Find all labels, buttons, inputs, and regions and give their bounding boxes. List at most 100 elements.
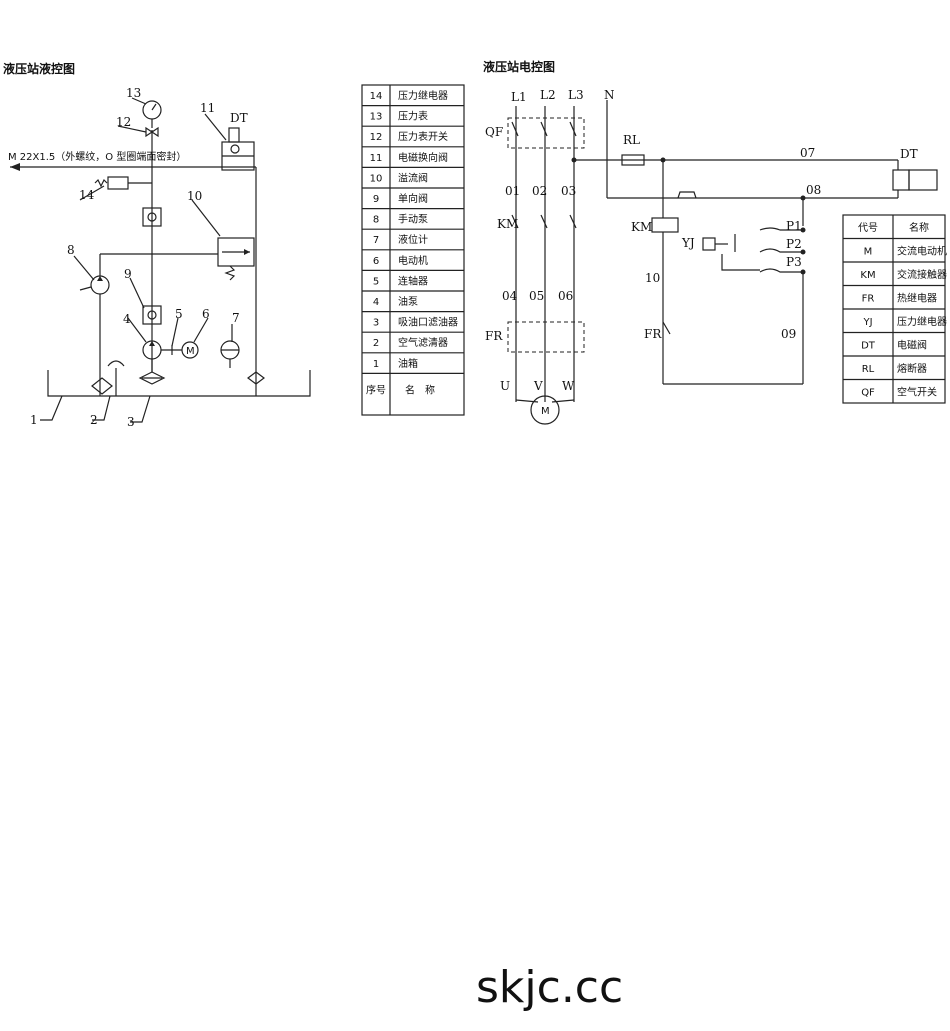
parts-row-no: 8 <box>373 215 379 226</box>
check-valve-9-icon <box>142 305 162 325</box>
label-03: 03 <box>561 184 576 198</box>
parts-row-name: 液位计 <box>398 233 428 246</box>
label-07: 07 <box>800 146 815 160</box>
watermark: skjc.cc <box>476 962 623 1013</box>
parts-row-no: 4 <box>373 297 379 308</box>
label-09: 09 <box>781 327 796 341</box>
codes-row-name: 交流电动机 <box>897 245 947 258</box>
parts-row-no: 9 <box>373 194 379 205</box>
fuse-rl-icon <box>621 154 645 166</box>
label-13: 13 <box>126 86 141 100</box>
codes-row-code: RL <box>862 364 875 375</box>
parts-row-name: 溢流阀 <box>398 171 428 184</box>
codes-row-name: 压力继电器 <box>897 315 947 328</box>
codes-header-name: 名称 <box>909 221 929 234</box>
parts-row-name: 单向阀 <box>398 192 428 205</box>
parts-row-no: 1 <box>373 359 379 370</box>
label-08: 08 <box>806 183 821 197</box>
parts-row-name: 手动泵 <box>398 213 428 226</box>
label-U: U <box>500 379 510 393</box>
hydraulic-diagram: 液压站液控图 M 22X1.5（外螺纹，O 型圈端面密封） <box>3 61 311 429</box>
parts-row-no: 11 <box>370 153 383 164</box>
codes-row-code: FR <box>862 294 875 305</box>
parts-footer-name: 名 称 <box>405 383 435 396</box>
parts-row-name: 压力继电器 <box>398 89 448 102</box>
gauge-switch-icon <box>145 126 159 138</box>
motor-icon <box>181 341 199 359</box>
codes-row-code: YJ <box>862 317 872 328</box>
parts-row-no: 2 <box>373 338 379 349</box>
air-filter-icon <box>91 377 113 395</box>
codes-row-code: DT <box>861 341 876 352</box>
parts-row-no: 7 <box>373 235 379 246</box>
label-dt-hydraulic: DT <box>230 111 248 125</box>
label-02: 02 <box>532 184 547 198</box>
label-2: 2 <box>90 413 98 427</box>
parts-row-name: 油泵 <box>398 295 418 308</box>
label-05: 05 <box>529 289 544 303</box>
codes-row-code: KM <box>860 270 875 281</box>
label-7: 7 <box>232 311 240 325</box>
parts-row-no: 10 <box>370 173 383 184</box>
label-12: 12 <box>116 115 131 129</box>
parts-row-name: 电磁换向阀 <box>398 151 448 164</box>
label-10-wire: 10 <box>645 271 660 285</box>
parts-row-name: 压力表 <box>398 110 428 123</box>
codes-row-name: 熔断器 <box>897 362 927 375</box>
label-1: 1 <box>30 413 38 427</box>
codes-row-name: 交流接触器 <box>897 268 947 281</box>
label-RL: RL <box>623 133 640 147</box>
oil-tank <box>47 370 311 397</box>
label-YJ: YJ <box>681 236 695 250</box>
label-5: 5 <box>175 307 183 321</box>
label-FR-main: FR <box>485 329 503 343</box>
label-P3: P3 <box>786 255 802 269</box>
codes-row-code: QF <box>861 388 875 399</box>
label-P2: P2 <box>786 237 802 251</box>
parts-row-no: 12 <box>370 132 383 143</box>
km-coil-icon <box>651 217 679 233</box>
label-FR-ctrl: FR <box>644 327 662 341</box>
parts-row-name: 油箱 <box>398 357 418 370</box>
port-note: M 22X1.5（外螺纹，O 型圈端面密封） <box>8 150 186 163</box>
parts-row-no: 5 <box>373 276 379 287</box>
parts-row-no: 14 <box>370 91 383 102</box>
yj-relay-icon <box>702 237 716 251</box>
codes-row-code: M <box>864 247 873 258</box>
label-L2: L2 <box>540 88 556 102</box>
electrical-diagram: 液压站电控图 <box>483 59 938 425</box>
codes-header-code: 代号 <box>858 222 878 234</box>
parts-row-no: 3 <box>373 318 379 329</box>
fr-thermal-relay <box>507 321 585 353</box>
relief-valve-icon <box>217 237 255 267</box>
label-4: 4 <box>123 312 131 326</box>
parts-row-no: 6 <box>373 256 379 267</box>
suction-filter-icon <box>138 371 166 385</box>
label-9: 9 <box>124 267 132 281</box>
label-01: 01 <box>505 184 520 198</box>
label-6: 6 <box>202 307 210 321</box>
label-L1: L1 <box>511 90 527 104</box>
label-L3: L3 <box>568 88 584 102</box>
label-10: 10 <box>187 189 202 203</box>
label-N: N <box>604 88 615 102</box>
label-DT: DT <box>900 147 918 161</box>
label-11: 11 <box>200 101 215 115</box>
label-W: W <box>562 379 575 393</box>
parts-row-name: 电动机 <box>398 254 428 267</box>
outlet-arrow-icon <box>10 163 20 171</box>
svg-text:M: M <box>186 346 195 357</box>
codes-row-name: 空气开关 <box>897 386 937 399</box>
pressure-relay-icon <box>107 176 129 190</box>
label-V: V <box>533 379 543 393</box>
label-KM-contact: KM <box>497 217 518 231</box>
parts-row-name: 吸油口滤油器 <box>398 316 458 329</box>
electrical-title: 液压站电控图 <box>483 59 555 74</box>
parts-row-name: 连轴器 <box>398 274 428 287</box>
label-KM-coil: KM <box>631 220 652 234</box>
ac-motor-icon <box>530 395 560 425</box>
parts-row-no: 13 <box>370 112 383 123</box>
